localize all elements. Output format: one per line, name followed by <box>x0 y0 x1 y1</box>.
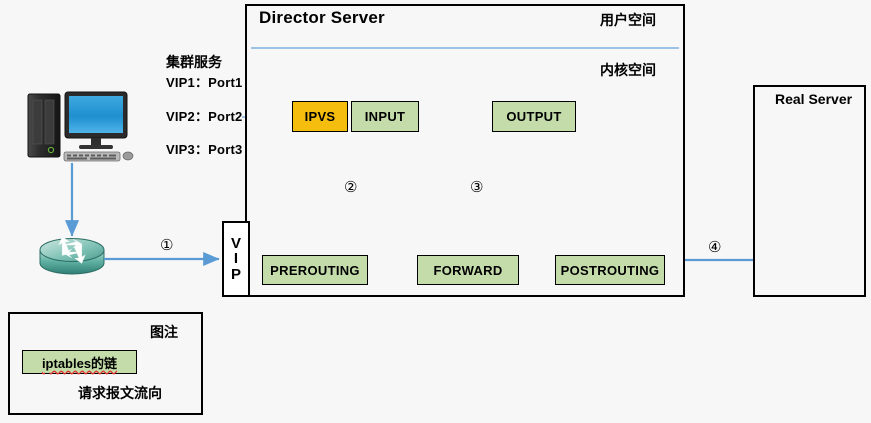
postrouting-chain-box[interactable]: POSTROUTING <box>555 255 665 285</box>
vip-letter-p: P <box>230 265 241 283</box>
real-server-title: Real Server <box>775 91 853 107</box>
cluster-service-entry-1: VIP1：Port1 <box>166 75 243 90</box>
cluster-service-label: 集群服务 <box>166 54 222 70</box>
vip-letter-i: I <box>233 250 239 268</box>
legend-flow-label: 请求报文流向 <box>78 385 162 401</box>
forward-chain-box[interactable]: FORWARD <box>417 255 519 285</box>
cluster-service-entry-3: VIP3：Port3 <box>166 142 243 157</box>
vip-letter-v: V <box>230 234 241 252</box>
output-chain-box[interactable]: OUTPUT <box>492 101 576 132</box>
user-space-label: 用户空间 <box>600 12 656 28</box>
real-server-frame <box>753 85 866 297</box>
step-marker-2: ② <box>344 178 358 196</box>
legend-chain-swatch: iptables的链 <box>22 350 137 374</box>
legend-title: 图注 <box>150 324 178 340</box>
vip-entry-box[interactable]: V I P <box>222 221 250 297</box>
prerouting-chain-box[interactable]: PREROUTING <box>262 255 368 285</box>
cluster-service-entry-2: VIP2：Port2 <box>166 109 243 124</box>
kernel-space-label: 内核空间 <box>600 62 656 78</box>
legend-chain-label: iptables的链 <box>41 355 118 371</box>
step-marker-1: ① <box>160 236 174 254</box>
director-server-frame <box>245 4 685 297</box>
desktop-computer-icon <box>27 91 134 162</box>
step-marker-4: ④ <box>708 238 722 256</box>
director-server-title: Director Server <box>259 8 385 27</box>
step-marker-3: ③ <box>470 178 484 196</box>
input-chain-box[interactable]: INPUT <box>351 101 419 132</box>
user-kernel-divider <box>251 47 679 49</box>
ipvs-box[interactable]: IPVS <box>292 101 348 132</box>
router-icon <box>39 236 105 275</box>
